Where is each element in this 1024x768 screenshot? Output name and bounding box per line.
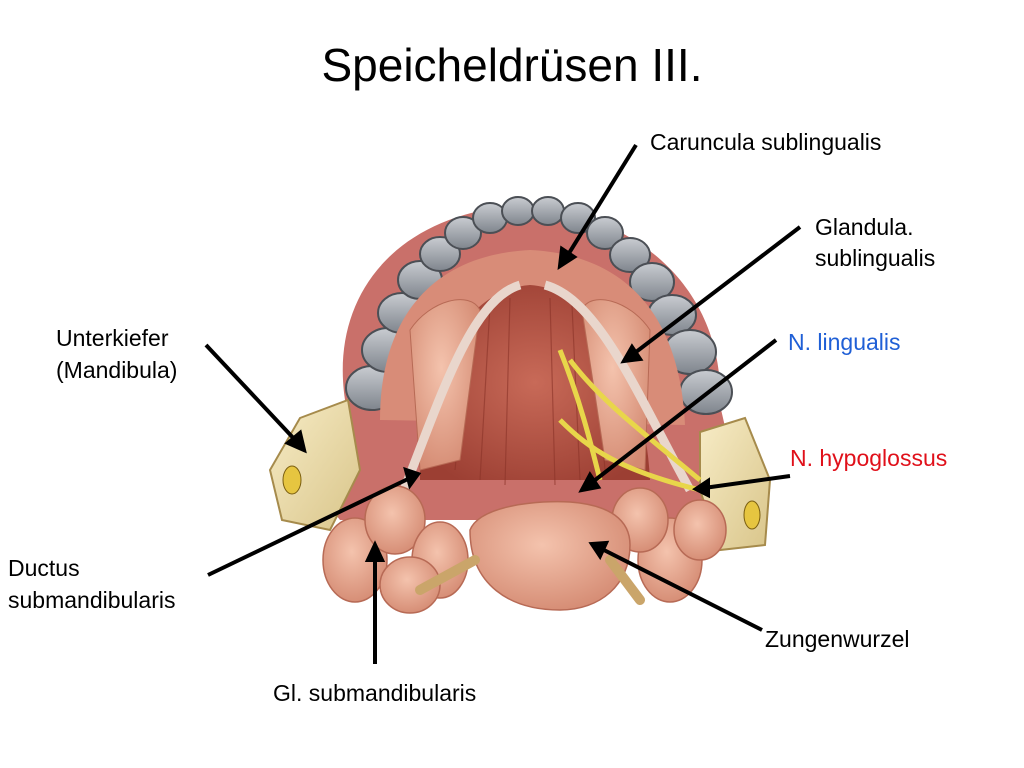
label-n-lingualis: N. lingualis: [788, 329, 901, 355]
label-unterkiefer-line2: (Mandibula): [56, 357, 178, 383]
pointer-n-hypoglossus: [703, 474, 791, 490]
label-ductus-line1: Ductus: [8, 555, 80, 581]
pointer-ductus: [207, 476, 411, 577]
tongue-root: [469, 500, 631, 611]
pointer-n-lingualis: [588, 338, 778, 486]
mandible-left-end: [268, 398, 362, 532]
pointer-zungenwurzel: [599, 546, 763, 632]
label-glandula-sublingualis-line1: Glandula.: [815, 214, 914, 240]
submandibular-gland-right: [611, 487, 727, 603]
pointer-unterkiefer: [204, 343, 300, 445]
pointer-caruncula: [564, 143, 638, 260]
label-caruncula-sublingualis: Caruncula sublingualis: [650, 129, 882, 155]
submandibular-duct-left: [395, 280, 522, 502]
hyoid-left: [415, 555, 480, 595]
label-glandula-sublingualis-line2: sublingualis: [815, 245, 936, 271]
lingual-nerve: [557, 349, 702, 493]
label-zungenwurzel: Zungenwurzel: [765, 626, 910, 652]
pointer-glandula: [630, 225, 802, 357]
mandible-right-canal: [743, 500, 761, 530]
label-ductus-line2: submandibularis: [8, 587, 176, 613]
hyoid-right: [605, 555, 645, 605]
label-gl-submandibularis: Gl. submandibularis: [273, 680, 477, 706]
mandible-left-canal: [282, 465, 302, 495]
label-n-hypoglossus: N. hypoglossus: [790, 445, 948, 471]
submandibular-gland-left: [322, 485, 469, 614]
label-unterkiefer-line1: Unterkiefer: [56, 325, 169, 351]
slide-title: Speicheldrüsen III.: [321, 39, 703, 91]
